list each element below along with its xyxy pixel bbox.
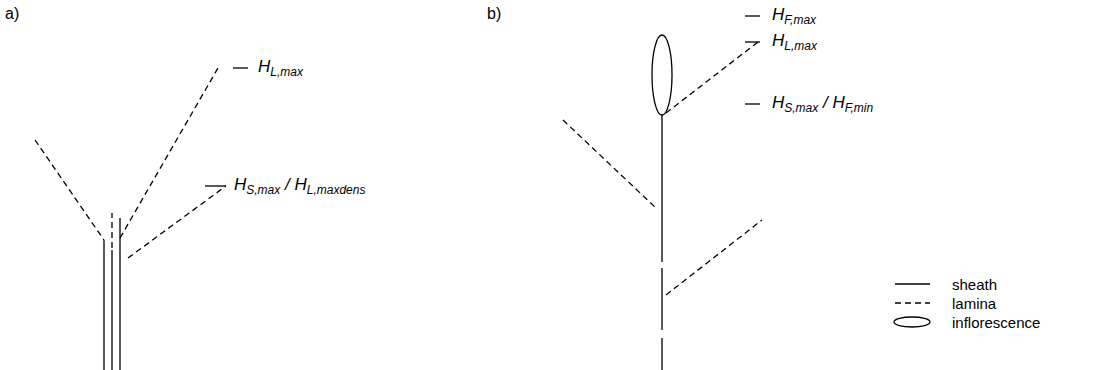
label-part: H <box>258 57 270 76</box>
sheath-line <box>103 240 104 370</box>
label-subscript: F,min <box>845 101 873 115</box>
legend-swatch <box>895 284 930 285</box>
label-part: H <box>294 175 306 194</box>
label-part: H <box>832 93 844 112</box>
label-part: b) <box>487 5 501 22</box>
sheath-line <box>119 218 120 370</box>
sheath-line <box>661 115 662 262</box>
height-label: HL,max <box>772 32 817 52</box>
label-part: H <box>772 93 784 112</box>
level-mark <box>745 41 760 42</box>
label-part: / <box>280 175 294 194</box>
label-subscript: L,max <box>784 39 817 53</box>
label-part: H <box>772 31 784 50</box>
height-label: HF,max <box>772 6 816 26</box>
label-subscript: L,maxdens <box>307 183 366 197</box>
label-subscript: S,max <box>784 101 818 115</box>
height-label: HS,max / HF,min <box>772 94 873 114</box>
label-part: / <box>818 93 832 112</box>
label-subscript: F,max <box>784 13 816 27</box>
lamina-line <box>128 186 226 258</box>
level-mark <box>205 185 226 186</box>
lamina-line <box>563 120 656 208</box>
label-part: a) <box>5 5 19 22</box>
lamina-line <box>666 42 758 113</box>
legend-label: inflorescence <box>952 315 1040 330</box>
sheath-line <box>111 250 112 370</box>
label-subscript: L,max <box>270 65 303 79</box>
legend-swatch <box>894 317 930 327</box>
label-subscript: S,max <box>246 183 280 197</box>
sheath-line <box>661 338 662 370</box>
legend-label: sheath <box>952 277 997 292</box>
height-label: HS,max / HL,maxdens <box>234 176 365 196</box>
legend-label: lamina <box>952 296 996 311</box>
label-part: H <box>772 5 784 24</box>
legend-swatch <box>895 303 930 304</box>
label-part: H <box>234 175 246 194</box>
level-mark <box>233 67 248 68</box>
panel-letter: b) <box>487 6 501 22</box>
level-mark <box>745 15 760 16</box>
height-label: HL,max <box>258 58 303 78</box>
inflorescence-shape <box>652 35 672 115</box>
lamina-line <box>111 213 112 248</box>
panel-letter: a) <box>5 6 19 22</box>
level-mark <box>745 103 760 104</box>
lamina-line <box>120 68 218 238</box>
lamina-line <box>35 140 104 240</box>
sheath-line <box>661 268 662 330</box>
lamina-line <box>666 220 762 295</box>
